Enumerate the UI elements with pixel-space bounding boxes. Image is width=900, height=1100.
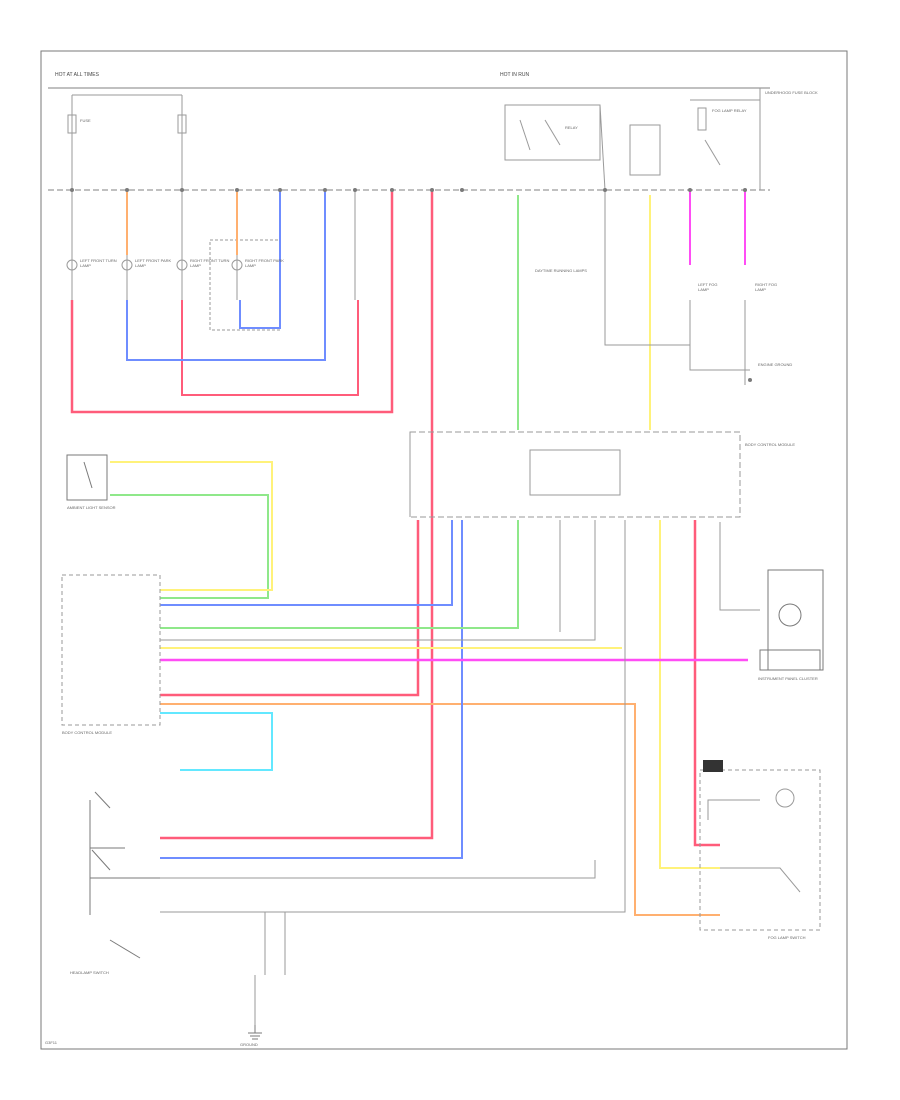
bcm-inner-relay [529, 449, 621, 496]
wire-orange-long [160, 703, 720, 916]
wire-cyan-dimmer [160, 712, 273, 771]
front-lamp-sockets [66, 239, 281, 331]
label-fog-switch: FOG LAMP SWITCH [768, 935, 806, 940]
cluster-indicator [778, 603, 802, 627]
wire-red-cluster [693, 520, 720, 847]
label-rf-turn: RIGHT FRONT TURN LAMP [190, 258, 230, 268]
wire-blue-loop [126, 190, 326, 361]
wire-red-loop-inner [181, 300, 359, 396]
label-fuse: FUSE [80, 118, 91, 123]
relay-box [504, 104, 606, 191]
wire-yellow-fog [659, 520, 720, 869]
ambient-light-sensor-box [66, 454, 108, 501]
bcm-connector-left [61, 574, 161, 726]
label-bcm-top: BODY CONTROL MODULE [745, 442, 796, 447]
wire-blue-switch [160, 520, 463, 859]
fog-switch-box [699, 769, 821, 931]
label-cluster: INSTRUMENT PANEL CLUSTER [758, 676, 818, 681]
wire-yellow-sensor [110, 461, 273, 591]
label-rf-park: RIGHT FRONT PARK LAMP [245, 258, 284, 268]
label-lf-turn: LEFT FRONT TURN LAMP [80, 258, 117, 268]
wire-red-loop-outer [70, 190, 394, 414]
diagram-frame [40, 50, 848, 1050]
label-headlamp-switch: HEADLAMP SWITCH [70, 970, 109, 975]
label-drl: DAYTIME RUNNING LAMPS [535, 268, 587, 273]
label-bcm-left: BODY CONTROL MODULE [62, 730, 113, 735]
label-relay: RELAY [565, 125, 578, 130]
fog-relay-box [629, 88, 761, 190]
wire-green-bcm [160, 520, 519, 629]
wire-blue-inner [239, 190, 281, 329]
bcm-box [409, 431, 741, 518]
label-ambient-sensor: AMBIENT LIGHT SENSOR [67, 505, 116, 510]
label-ground: GROUND [240, 1042, 258, 1047]
wire-red-switch [160, 520, 434, 840]
label-hot-in-run: HOT IN RUN [500, 72, 530, 78]
ground-symbol [248, 1025, 262, 1040]
cluster-box [767, 569, 824, 671]
front-lamp-drops [71, 190, 356, 300]
label-lf-park: LEFT FRONT PARK LAMP [135, 258, 172, 268]
wire-red-bcm-lower [160, 520, 420, 697]
wire-green-sensor [110, 494, 269, 599]
fuse-group-left [67, 94, 187, 190]
wires-grey [160, 190, 801, 1025]
label-left-fog: LEFT FOG LAMP [698, 282, 718, 292]
wire-blue-bcm [160, 520, 453, 606]
label-hot-at-all-times: HOT AT ALL TIMES [55, 72, 99, 78]
label-right-fog: RIGHT FOG LAMP [755, 282, 778, 292]
label-underhood-fuse-block: UNDERHOOD FUSE BLOCK [765, 90, 818, 95]
fog-connector [703, 760, 723, 772]
headlamp-switch-symbol [89, 791, 160, 959]
junction-dots [70, 188, 752, 382]
label-fog-lamp-relay: FOG LAMP RELAY [712, 108, 747, 113]
wire-magenta-fog-lamps [689, 190, 746, 265]
label-footer-code: G3F11 [45, 1040, 57, 1045]
label-engine-ground: ENGINE GROUND [758, 362, 793, 367]
